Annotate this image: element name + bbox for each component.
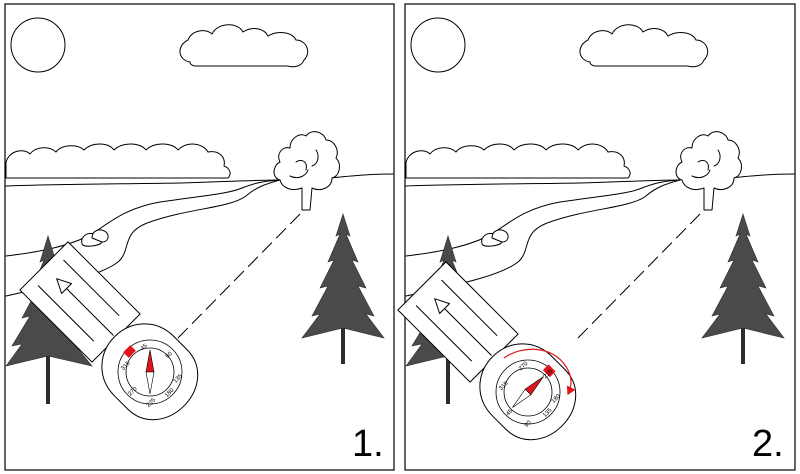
bezel-label: 45 <box>505 408 514 417</box>
bezel-label: 90 <box>524 419 533 428</box>
step-label: 1. <box>352 423 384 465</box>
winding-path <box>405 179 681 297</box>
step-label: 2. <box>752 423 784 465</box>
bezel-label: 90 <box>165 351 174 360</box>
deciduous-tree-icon <box>273 131 340 211</box>
bezel-label: 315 <box>120 360 132 372</box>
conifer-tree-icon <box>701 213 785 364</box>
boulder-icon <box>481 229 509 247</box>
bezel-label: 225 <box>146 397 158 409</box>
boulder-icon <box>81 229 109 247</box>
bezel-label: 135 <box>542 407 554 419</box>
panel-1: 315 45 90 135 180 225 270 1. <box>4 3 395 471</box>
bearing-line <box>175 213 301 341</box>
bearing-line <box>575 213 701 341</box>
bezel-label: 270 <box>518 360 530 372</box>
panel-2: 315 270 225 180 135 90 45 2. <box>397 3 796 471</box>
conifer-tree-icon <box>301 213 385 364</box>
compass-icon: 315 45 90 135 180 225 270 <box>19 241 199 421</box>
deciduous-tree-icon <box>675 131 742 211</box>
bezel-label: 180 <box>551 393 563 405</box>
sun-icon <box>410 17 466 73</box>
compass-icon: 315 270 225 180 135 90 45 <box>397 261 577 441</box>
cloud-icon <box>579 24 709 68</box>
rotation-arrow-icon <box>503 348 576 396</box>
cloud-icon <box>179 24 309 68</box>
bezel-label: 225 <box>543 368 555 380</box>
far-treeline <box>405 143 631 179</box>
bezel-label: 315 <box>498 380 510 392</box>
bezel-label: 45 <box>140 343 149 352</box>
far-treeline <box>5 143 231 179</box>
bezel-label: 270 <box>127 386 139 398</box>
bezel-label: 135 <box>173 373 185 385</box>
bezel-label: 180 <box>164 387 176 399</box>
sun-icon <box>10 17 66 73</box>
